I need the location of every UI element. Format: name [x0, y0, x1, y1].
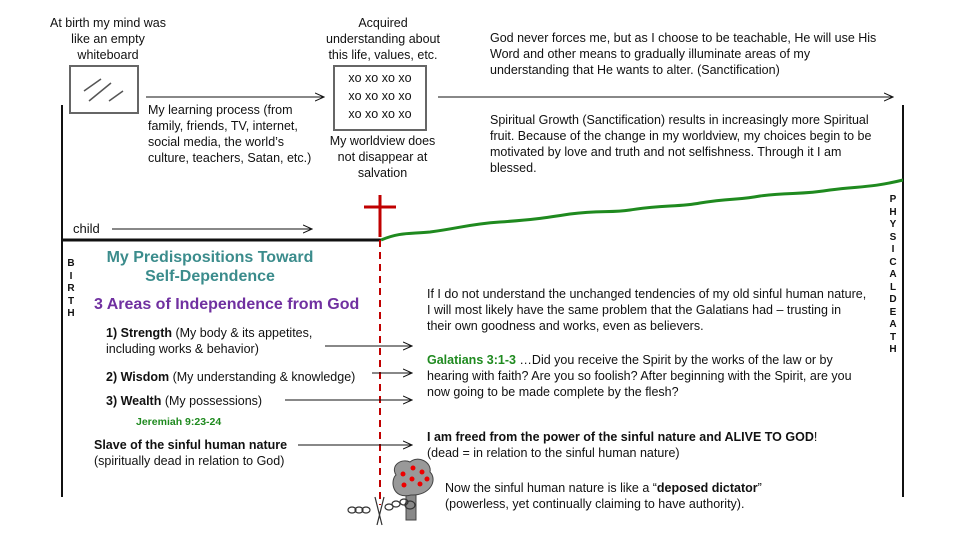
galatians-quote: Galatians 3:1-3 …Did you receive the Spi… — [427, 352, 867, 400]
tree-icon — [392, 458, 434, 521]
area-strength: 1) Strength (My body & its appetites, in… — [106, 325, 336, 357]
whiteboard-icon — [69, 65, 139, 114]
area-wealth: 3) Wealth (My possessions) — [106, 393, 262, 409]
dictator-note: (powerless, yet continually claiming to … — [445, 497, 745, 511]
learning-process-text: My learning process (from family, friend… — [148, 103, 312, 165]
item-number: 2) — [106, 370, 118, 384]
item-desc: (My possessions) — [161, 394, 263, 408]
item-title: Strength — [120, 326, 172, 340]
growth-note: Spiritual Growth (Sanctification) result… — [490, 113, 872, 175]
freed-bold: I am freed from the power of the sinful … — [427, 430, 814, 444]
acquired-caption: Acquired understanding about this life, … — [326, 16, 440, 62]
sanctification-note: God never forces me, but as I choose to … — [490, 31, 877, 77]
slave-text: Slave of the sinful human nature (spirit… — [94, 437, 287, 469]
worldview-note: My worldview does not disappear at salva… — [329, 134, 436, 180]
dictator-bold: deposed dictator — [656, 481, 758, 495]
item-title: Wealth — [120, 394, 162, 408]
galatians-ref: Galatians 3:1-3 — [427, 353, 516, 367]
xo-row: xo xo xo xo — [348, 89, 412, 103]
predispositions-title: My Predispositions Toward Self-Dependenc… — [106, 249, 314, 285]
item-desc: (My understanding & knowledge) — [169, 370, 356, 384]
galatians-warning: If I do not understand the unchanged ten… — [427, 287, 867, 333]
cross-icon — [364, 195, 396, 237]
worldview-board: xo xo xo xo xo xo xo xo xo xo xo xo — [333, 65, 427, 131]
whiteboard-caption: At birth my mind was like an empty white… — [49, 16, 166, 62]
xo-row: xo xo xo xo — [348, 71, 412, 85]
item-number: 1) — [106, 326, 118, 340]
freed-text: I am freed from the power of the sinful … — [427, 429, 867, 461]
dictator-post: ” — [757, 481, 762, 495]
item-desc: (My body & its appetites, including work… — [106, 326, 313, 356]
freed-note: (dead = in relation to the sinful human … — [427, 446, 680, 460]
deposed-dictator-text: Now the sinful human nature is like a “d… — [445, 480, 885, 512]
child-label: child — [73, 221, 100, 236]
broken-chain-icon — [347, 496, 416, 526]
slave-bold: Slave of the sinful human nature — [94, 438, 288, 452]
item-number: 3) — [106, 394, 118, 408]
dictator-pre: Now the sinful human nature is like a “ — [445, 481, 657, 495]
freed-end: ! — [813, 430, 818, 444]
xo-row: xo xo xo xo — [348, 107, 412, 121]
jeremiah-reference: Jeremiah 9:23-24 — [136, 416, 222, 428]
slave-note: (spiritually dead in relation to God) — [94, 454, 285, 468]
area-wisdom: 2) Wisdom (My understanding & knowledge) — [106, 369, 386, 385]
item-title: Wisdom — [120, 370, 170, 384]
independence-subtitle: 3 Areas of Independence from God — [94, 296, 360, 313]
growth-line — [380, 178, 904, 242]
galatians-text: …Did you receive the Spirit by the works… — [427, 353, 852, 399]
